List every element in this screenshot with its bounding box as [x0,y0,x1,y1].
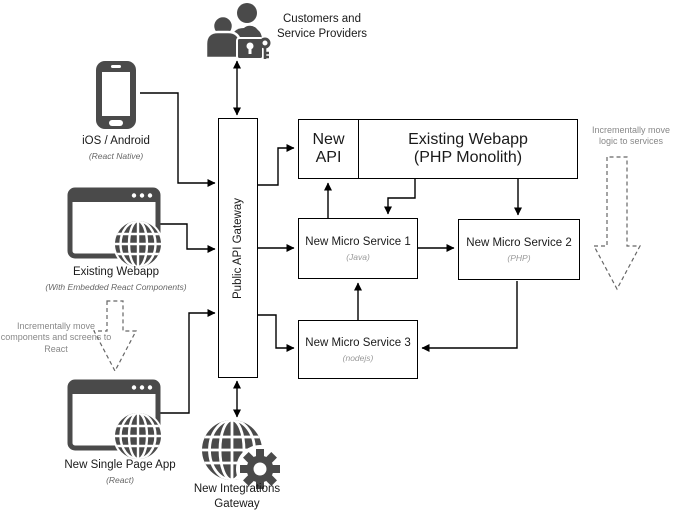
new-api-label: New API [312,131,345,166]
monolith-label: Existing Webapp [408,131,528,148]
edge-gateway-to-newapi [258,144,295,186]
ios-caption: iOS / Android (React Native) [46,134,186,162]
ms3-label: New Micro Service 3 [305,336,411,349]
node-newapi-monolith: New API Existing Webapp (PHP Monolith) [298,119,578,179]
existing-webapp-tech-label: (With Embedded React Components) [45,281,187,292]
node-existing-webapp-monolith: Existing Webapp (PHP Monolith) [359,120,577,178]
customers-caption: Customers and Service Providers [276,13,368,40]
node-micro-service-2: New Micro Service 2 (PHP) [458,219,580,280]
node-public-api-gateway: Public API Gateway [218,118,258,378]
ms2-tech-label: (PHP) [507,253,531,264]
browser-globe-icon [67,379,163,461]
node-new-api: New API [299,120,359,178]
spa-tech-label: (React) [106,474,134,485]
customers-icon [204,3,271,60]
edge-ms2-to-ms3 [421,281,518,352]
spa-label: New Single Page App [64,459,176,471]
spa-caption: New Single Page App (React) [40,458,200,486]
monolith-tech-label: (PHP Monolith) [413,149,523,166]
existing-webapp-label: Existing Webapp [72,266,160,278]
ms1-tech-label: (Java) [346,252,370,263]
node-micro-service-3: New Micro Service 3 (nodejs) [298,320,418,379]
edge-monolith-to-ms1 [384,179,416,215]
browser-globe-icon [67,187,163,269]
annotation-right: Incrementally move logic to services [591,125,671,147]
integrations-caption: New Integrations Gateway [193,483,281,510]
existing-webapp-caption: Existing Webapp (With Embedded React Com… [21,265,211,293]
ios-tech-label: (React Native) [88,150,144,161]
gateway-label: Public API Gateway [232,197,244,299]
ms3-tech-label: (nodejs) [342,353,374,364]
integrations-gateway-icon [202,420,284,493]
ms1-label: New Micro Service 1 [305,235,411,248]
ms2-label: New Micro Service 2 [466,236,572,249]
annotation-left: Incrementally move components and screen… [0,321,112,354]
ios-label: iOS / Android [82,135,150,147]
dashed-arrow-right [592,156,642,291]
smartphone-icon [96,61,136,129]
edge-gateway-to-ms3 [258,314,295,352]
node-micro-service-1: New Micro Service 1 (Java) [298,218,418,279]
